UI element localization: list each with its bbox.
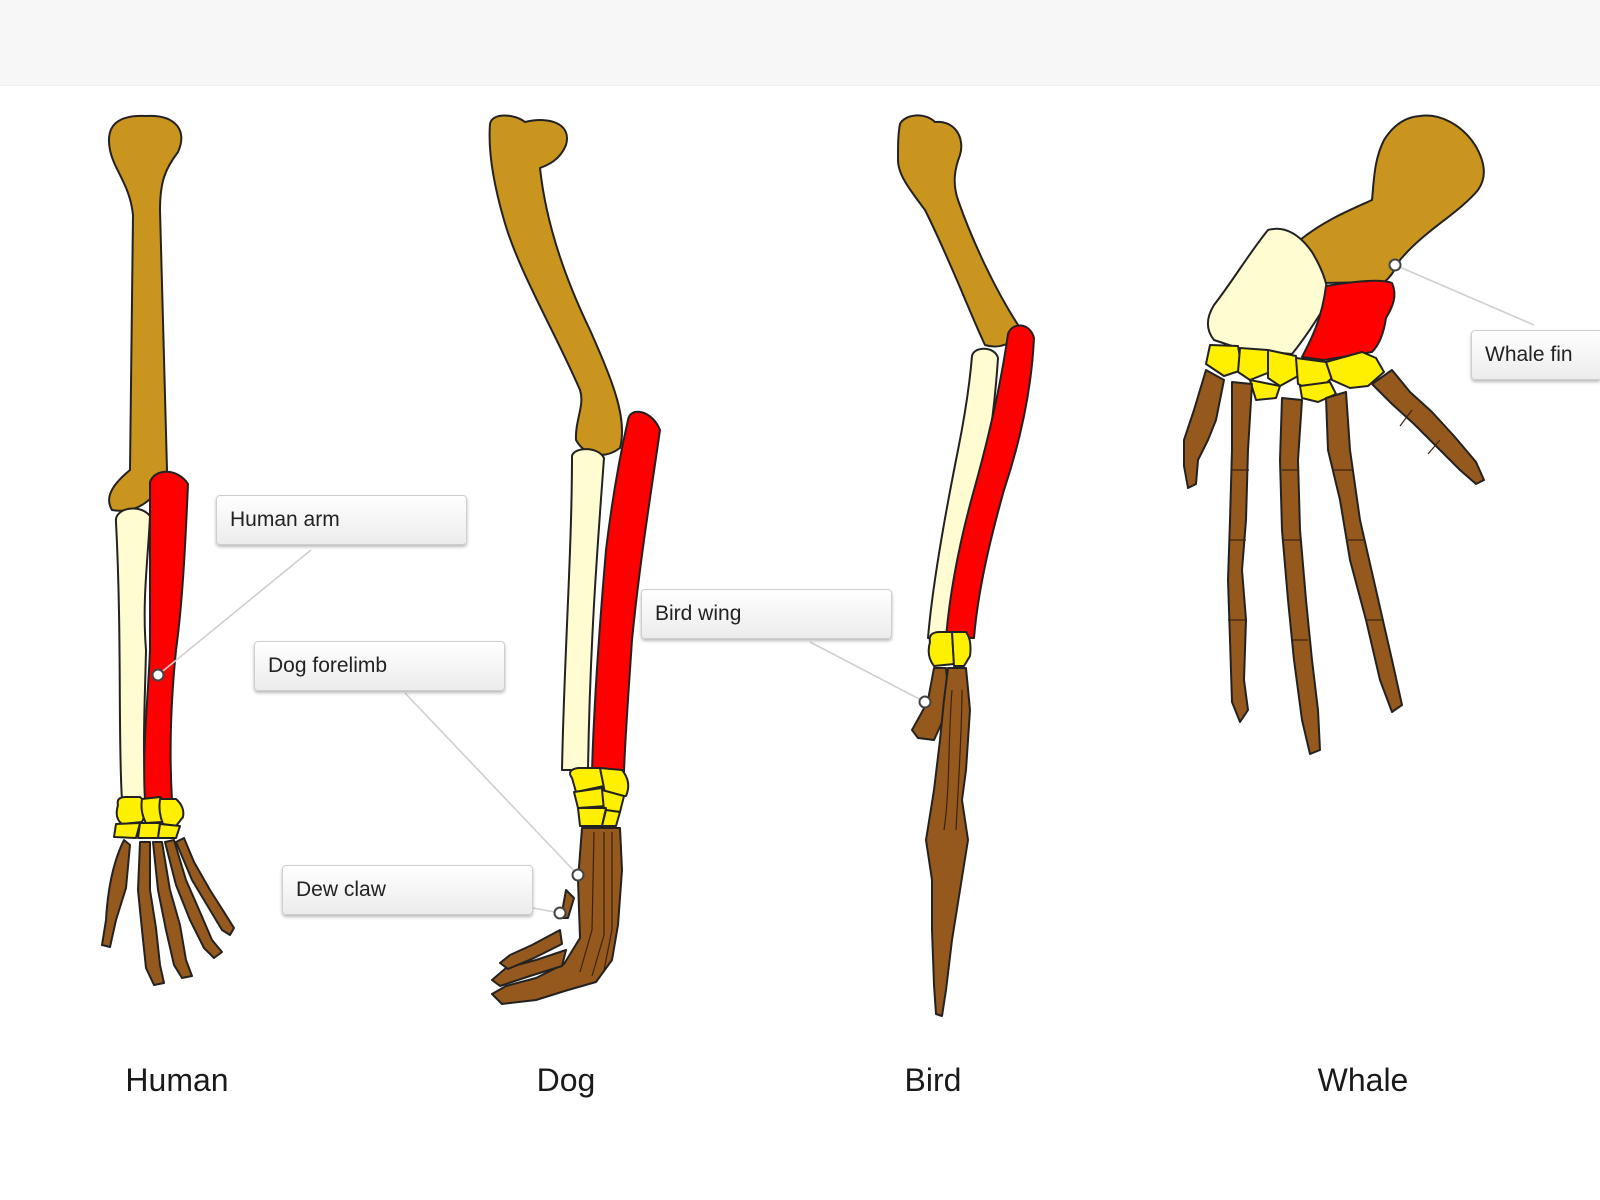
dog-carpals bbox=[569, 767, 630, 827]
dog-humerus bbox=[488, 114, 624, 456]
whale-digits bbox=[1183, 369, 1485, 755]
bird-humerus bbox=[897, 114, 1021, 348]
whale-radius bbox=[1301, 279, 1396, 361]
leader-bird-wing bbox=[809, 641, 926, 703]
human-radius bbox=[143, 470, 189, 801]
leader-whale-fin bbox=[1394, 264, 1535, 326]
label-whale-fin[interactable]: Whale fin bbox=[1471, 330, 1600, 380]
top-bar bbox=[0, 0, 1600, 86]
human-humerus bbox=[107, 114, 183, 512]
whale-forelimb bbox=[1183, 114, 1485, 755]
caption-whale: Whale bbox=[1317, 1062, 1409, 1098]
whale-ulna bbox=[1207, 227, 1331, 355]
dog-radius bbox=[591, 410, 661, 773]
bird-radius bbox=[945, 324, 1035, 639]
pin-human-arm bbox=[151, 668, 165, 682]
pin-whale-fin bbox=[1388, 258, 1402, 272]
dog-ulna bbox=[561, 448, 605, 771]
bird-forelimb bbox=[897, 114, 1035, 1017]
human-forelimb bbox=[101, 114, 235, 986]
pin-dew-claw bbox=[553, 906, 567, 920]
leader-human-arm bbox=[157, 549, 312, 676]
leader-lines bbox=[157, 264, 1535, 914]
caption-human: Human bbox=[125, 1062, 229, 1098]
dog-digit-lines bbox=[579, 831, 613, 977]
dog-digits bbox=[491, 827, 623, 1005]
bird-carpals bbox=[927, 631, 972, 667]
human-carpals bbox=[113, 796, 185, 839]
caption-dog: Dog bbox=[536, 1062, 596, 1098]
whale-joint-lines bbox=[1228, 409, 1441, 641]
label-human-arm[interactable]: Human arm bbox=[216, 495, 467, 545]
leader-dog-forelimb bbox=[404, 692, 579, 876]
whale-carpals bbox=[1205, 344, 1385, 403]
pin-dog-forelimb bbox=[571, 868, 585, 882]
label-bird-wing[interactable]: Bird wing bbox=[641, 589, 892, 639]
pin-bird-wing bbox=[918, 695, 932, 709]
caption-bird: Bird bbox=[904, 1062, 962, 1098]
leader-endpoints bbox=[151, 258, 1402, 920]
label-dew-claw[interactable]: Dew claw bbox=[282, 865, 533, 915]
label-dog-forelimb[interactable]: Dog forelimb bbox=[254, 641, 505, 691]
human-digits bbox=[101, 837, 235, 986]
whale-humerus bbox=[1299, 114, 1485, 284]
dog-forelimb bbox=[488, 114, 661, 1005]
bird-digit-lines bbox=[943, 689, 963, 831]
